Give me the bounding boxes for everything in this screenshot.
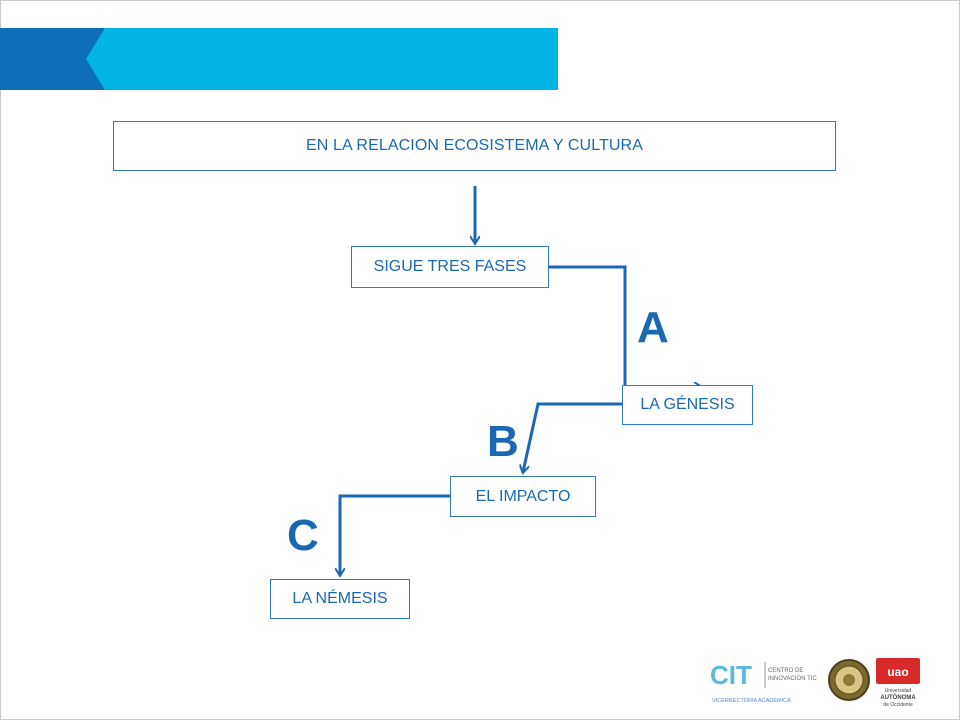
uao-logo-line2: AUTÓNOMA <box>880 693 916 701</box>
cit-logo-line2: INNOVACIÓN TIC <box>768 675 817 682</box>
phases-label: SIGUE TRES FASES <box>373 258 527 275</box>
phase-a-label: LA GÉNESIS <box>640 396 735 413</box>
cit-logo-subtitle: VICERRECTORÍA ACADÉMICA <box>712 697 791 704</box>
phase-b-letter: B <box>487 417 519 466</box>
arrow-fases-to-genesis <box>547 265 701 387</box>
uao-logo-mark <box>876 658 920 684</box>
phase-c-box: LA NÉMESIS <box>270 579 410 619</box>
phase-a-letter: A <box>637 303 669 352</box>
cit-logo-line1: CENTRO DE <box>768 668 803 674</box>
uao-logo-initials: uao <box>887 665 908 679</box>
top-concept-box: EN LA RELACION ECOSISTEMA Y CULTURA <box>113 121 836 171</box>
uao-logo-line3: de Occidente <box>883 702 913 708</box>
arrow-genesis-to-impacto <box>523 402 622 472</box>
uao-logo: uao Universidad AUTÓNOMA de Occidente <box>876 658 920 708</box>
cit-logo: CIT CENTRO DE INNOVACIÓN TIC VICERRECTOR… <box>710 660 817 704</box>
arrow-impacto-to-nemesis <box>340 494 450 575</box>
header-banner <box>0 28 558 90</box>
phase-c-letter: C <box>287 511 319 560</box>
phase-b-label: EL IMPACTO <box>475 487 571 505</box>
cit-logo-initials: CIT <box>710 660 752 690</box>
university-seal-icon <box>828 659 870 701</box>
phase-a-box: LA GÉNESIS <box>622 385 753 425</box>
banner-dark-chevron <box>0 28 105 90</box>
phases-box: SIGUE TRES FASES <box>351 246 549 288</box>
top-concept-label: EN LA RELACION ECOSISTEMA Y CULTURA <box>306 137 643 154</box>
uao-logo-line1: Universidad <box>885 688 912 694</box>
footer-logos: CIT CENTRO DE INNOVACIÓN TIC VICERRECTOR… <box>710 658 920 708</box>
phase-b-box: EL IMPACTO <box>450 476 596 517</box>
phase-c-label: LA NÉMESIS <box>292 590 388 607</box>
